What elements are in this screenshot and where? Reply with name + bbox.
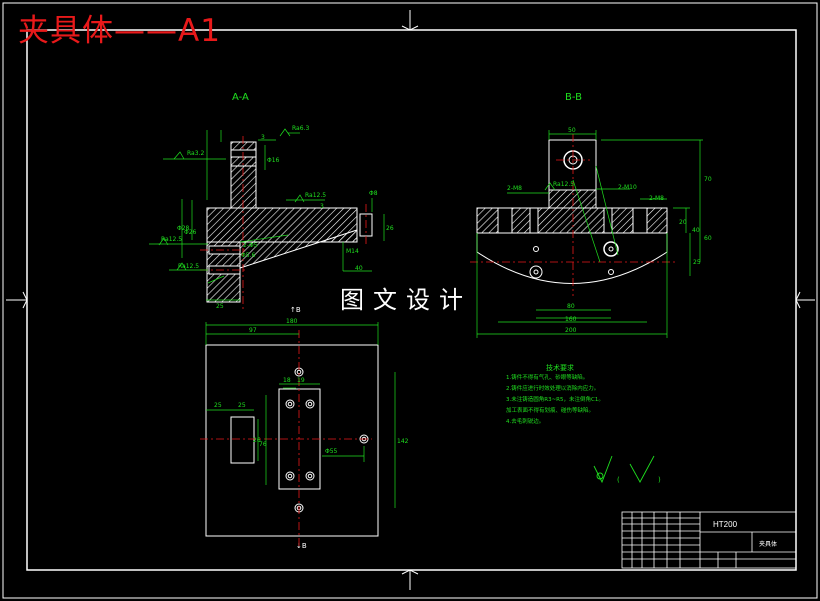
finish-symbols: ( ): [593, 455, 661, 484]
svg-text:Ra12.5: Ra12.5: [553, 181, 574, 188]
plan-view-dimension-lines: [205, 322, 396, 508]
notes-item: 2.铸件应进行时效处理以消除内应力。: [506, 386, 600, 392]
notes-item: 3.未注铸造圆角R3~R5，未注倒角C1。: [506, 397, 604, 403]
svg-text:Ra6.3: Ra6.3: [292, 125, 309, 132]
section-a-dimension-text: Ra6.3 Ra3.2 Ra12.5 Ra12.5 Ra12.5 3 Φ16 Φ…: [161, 125, 394, 310]
plan-view-body: [205, 344, 379, 537]
svg-text:Φ16: Φ16: [267, 157, 280, 164]
svg-text:): ): [658, 476, 661, 484]
svg-text:200: 200: [565, 327, 577, 334]
svg-text:142: 142: [397, 438, 409, 445]
technical-notes: 技术要求 1.铸件不得有气孔、砂眼等缺陷。 2.铸件应进行时效处理以消除内应力。…: [506, 364, 606, 428]
svg-text:Ra12.5: Ra12.5: [305, 192, 326, 199]
svg-text:76: 76: [259, 441, 267, 448]
plan-cut-top-label: ↑B: [290, 306, 301, 314]
section-b-body: [476, 139, 668, 284]
section-b-label: B-B: [565, 92, 582, 103]
svg-text:20: 20: [679, 219, 687, 226]
svg-text:3: 3: [261, 134, 265, 141]
svg-text:M14: M14: [346, 248, 359, 255]
plan-view-dimension-text: 180 97 19 18 25 25 26 76 Φ55 142: [214, 318, 409, 455]
svg-text:25: 25: [214, 402, 222, 409]
svg-text:Φ8: Φ8: [369, 190, 378, 197]
notes-item: 4.去毛刺锐边。: [506, 419, 545, 425]
svg-text:2-M10: 2-M10: [618, 184, 637, 191]
watermark: 图文设计: [340, 286, 472, 314]
section-b-dimension-text: 50 2-M8 2-M10 2-M8 Ra12.5 70 20 40 60 80…: [507, 127, 712, 334]
svg-text:Φ28: Φ28: [177, 225, 190, 232]
svg-text:25: 25: [216, 303, 224, 310]
notes-item: 1.铸件不得有气孔、砂眼等缺陷。: [506, 375, 589, 381]
section-b-dimension-lines: [476, 130, 703, 338]
svg-text:Φ5.6: Φ5.6: [241, 252, 255, 259]
svg-text:2-M8: 2-M8: [649, 195, 664, 202]
notes-item: 加工表面不得有划痕、碰伤等缺陷。: [506, 408, 595, 414]
svg-text:180: 180: [286, 318, 298, 325]
svg-text:Ra3.2: Ra3.2: [187, 150, 204, 157]
section-b-view: B-B: [470, 92, 712, 338]
svg-text:Φ26: Φ26: [184, 229, 197, 236]
title-block: [621, 511, 797, 569]
svg-text:25: 25: [238, 402, 246, 409]
title-block-part-name: 夹具体: [759, 540, 777, 548]
section-a-body: [206, 141, 373, 303]
svg-text:70: 70: [704, 176, 712, 183]
svg-text:Ra12.5: Ra12.5: [178, 263, 199, 270]
svg-text:19: 19: [297, 377, 305, 384]
drawing-title: 夹具体——A1: [18, 13, 221, 49]
svg-text:60: 60: [704, 235, 712, 242]
section-a-label: A-A: [232, 92, 249, 103]
svg-text:25: 25: [693, 259, 701, 266]
svg-text:18: 18: [283, 377, 291, 384]
svg-text:50: 50: [568, 127, 576, 134]
svg-text:26: 26: [386, 225, 394, 232]
svg-text:80: 80: [567, 303, 575, 310]
section-a-dimension-lines: [149, 128, 385, 301]
svg-text:26: 26: [253, 437, 261, 444]
svg-text:160: 160: [565, 316, 577, 323]
notes-title: 技术要求: [546, 364, 574, 372]
svg-text:40: 40: [692, 227, 700, 234]
title-block-material: HT200: [713, 520, 738, 529]
svg-text:2-M8: 2-M8: [507, 185, 522, 192]
section-b-center-lines: [470, 134, 676, 296]
plan-view: ↑B ↓B: [200, 306, 409, 550]
svg-text:3: 3: [320, 203, 324, 210]
svg-text:2-Φ5: 2-Φ5: [243, 242, 258, 249]
svg-text:Ra12.5: Ra12.5: [161, 236, 182, 243]
svg-text:40: 40: [355, 265, 363, 272]
svg-text:(: (: [617, 476, 620, 484]
plan-cut-bottom-label: ↓B: [296, 542, 307, 550]
section-a-view: A-A: [149, 92, 394, 312]
svg-text:Φ55: Φ55: [325, 448, 338, 455]
plan-view-center-lines: [200, 330, 372, 548]
svg-text:97: 97: [249, 327, 257, 334]
